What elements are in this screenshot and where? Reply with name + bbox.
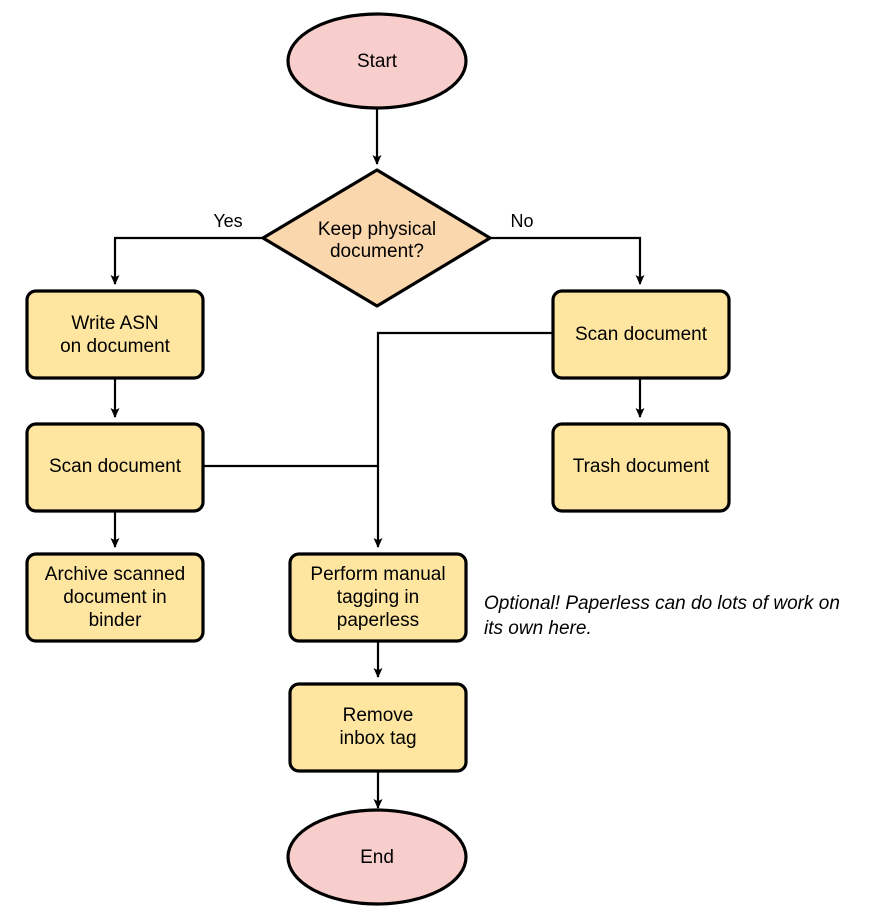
archive-box-shape[interactable] — [25, 552, 205, 643]
manual-tagging-label-line1: Perform manual — [310, 564, 445, 585]
manual-tagging-label-line3: paperless — [337, 610, 419, 631]
edge-decision-to-scan-right — [490, 236, 645, 285]
node-scan-document-right[interactable]: Scan document — [551, 289, 731, 380]
node-decision-keep-physical-document[interactable]: Keep physical document? — [261, 168, 492, 308]
remove-inbox-tag-label-line2: inbox tag — [339, 728, 416, 749]
remove-inbox-tag-label-line1: Remove — [343, 705, 414, 726]
archive-label-line2: document in — [63, 587, 167, 608]
edge-label-layer: Yes No — [213, 211, 533, 231]
start-label: Start — [357, 51, 398, 72]
write-asn-box-shape[interactable] — [25, 289, 205, 380]
node-trash-document[interactable]: Trash document — [551, 422, 731, 513]
manual-tagging-label-line2: tagging in — [337, 587, 419, 608]
trash-document-label: Trash document — [573, 456, 710, 477]
scan-document-right-box-shape[interactable] — [551, 289, 731, 380]
trash-document-box-shape[interactable] — [551, 422, 731, 513]
archive-label-line3: binder — [89, 610, 142, 631]
edge-layer — [110, 103, 645, 809]
annotation-line1: Optional! Paperless can do lots of work … — [484, 593, 840, 614]
decision-label-line2: document? — [330, 241, 424, 262]
node-start[interactable]: Start — [286, 12, 468, 110]
node-end[interactable]: End — [286, 808, 468, 906]
end-label: End — [360, 847, 394, 868]
edge-scan-right-to-manual-tagging — [373, 331, 552, 548]
write-asn-label-line2: on document — [60, 336, 171, 357]
edge-label-yes: Yes — [213, 211, 242, 231]
node-scan-document-left[interactable]: Scan document — [25, 422, 205, 513]
node-remove-inbox-tag[interactable]: Remove inbox tag — [288, 682, 468, 773]
end-ellipse-shape[interactable] — [286, 808, 468, 906]
node-manual-tagging[interactable]: Perform manual tagging in paperless — [288, 552, 468, 643]
remove-inbox-tag-box-shape[interactable] — [288, 682, 468, 773]
node-archive-scanned-document[interactable]: Archive scanned document in binder — [25, 552, 205, 643]
start-ellipse-shape[interactable] — [286, 12, 468, 110]
scan-document-right-label: Scan document — [575, 324, 708, 345]
decision-diamond-shape[interactable] — [261, 168, 492, 308]
scan-document-left-box-shape[interactable] — [25, 422, 205, 513]
node-write-asn[interactable]: Write ASN on document — [25, 289, 205, 380]
scan-document-left-label: Scan document — [49, 456, 182, 477]
decision-label-line1: Keep physical — [318, 219, 436, 240]
edge-decision-to-write-asn — [110, 236, 262, 285]
manual-tagging-box-shape[interactable] — [288, 552, 468, 643]
write-asn-label-line1: Write ASN — [71, 313, 158, 334]
archive-label-line1: Archive scanned — [45, 564, 185, 585]
annotation-line2: its own here. — [484, 618, 592, 639]
annotation-optional-note: Optional! Paperless can do lots of work … — [484, 593, 840, 639]
edge-label-no: No — [510, 211, 533, 231]
